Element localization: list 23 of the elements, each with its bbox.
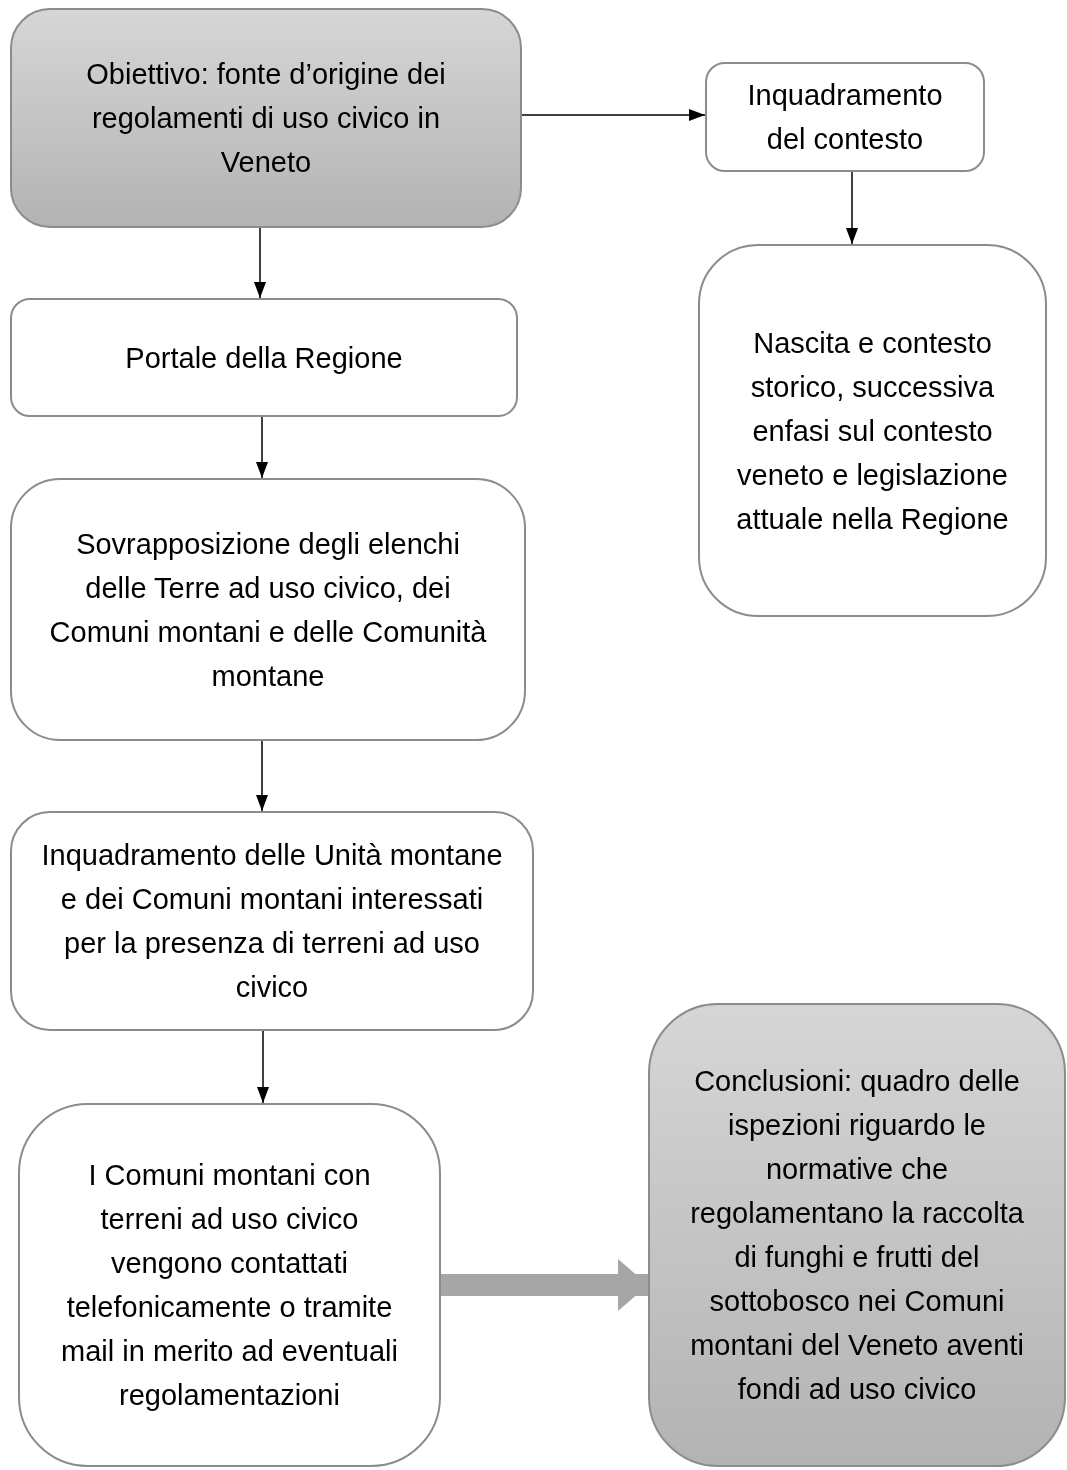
box-text: Sovrapposizione degli elenchi delle Terre ad uso civico, dei Comuni montani e delle Comunità montane: [48, 526, 488, 694]
box-text: Inquadramento del contesto: [746, 78, 944, 157]
arrow: [256, 740, 268, 812]
highlight-box: [10, 8, 522, 228]
arrow: [521, 109, 706, 121]
box-text: Nascita e contesto storico, successiva enfasi sul contesto veneto e legislazione attuale nella Regione: [735, 325, 1010, 537]
box-text: I Comuni montani con terreni ad uso civico vengono contattati telefonicamente o tramite mail in merito ad eventuali regolamentazioni: [60, 1158, 399, 1413]
box-text: Conclusioni: quadro delle ispezioni riguardo le normative che regolamentano la raccolta di funghi e frutti del sottobosco nei Comuni montani del Veneto aventi fondi ad uso civico: [689, 1064, 1025, 1407]
process-box: [10, 298, 518, 417]
arrow: [254, 227, 266, 299]
process-box: [10, 478, 526, 741]
process-box: [705, 62, 985, 172]
arrow: [256, 416, 268, 479]
box-text: Inquadramento delle Unità montane e dei Comuni montani interessati per la presenza di terreni ad uso civico: [40, 838, 504, 1005]
box-text: Obiettivo: fonte d’origine dei regolamenti di uso civico in Veneto: [85, 57, 447, 180]
highlight-box: [648, 1003, 1066, 1467]
arrow: [257, 1030, 269, 1104]
block-arrow: [441, 1259, 648, 1311]
arrow: [846, 171, 858, 245]
process-box: [10, 811, 534, 1031]
process-box: [18, 1103, 441, 1467]
box-text: Portale della Regione: [124, 340, 404, 376]
process-box: [698, 244, 1047, 617]
